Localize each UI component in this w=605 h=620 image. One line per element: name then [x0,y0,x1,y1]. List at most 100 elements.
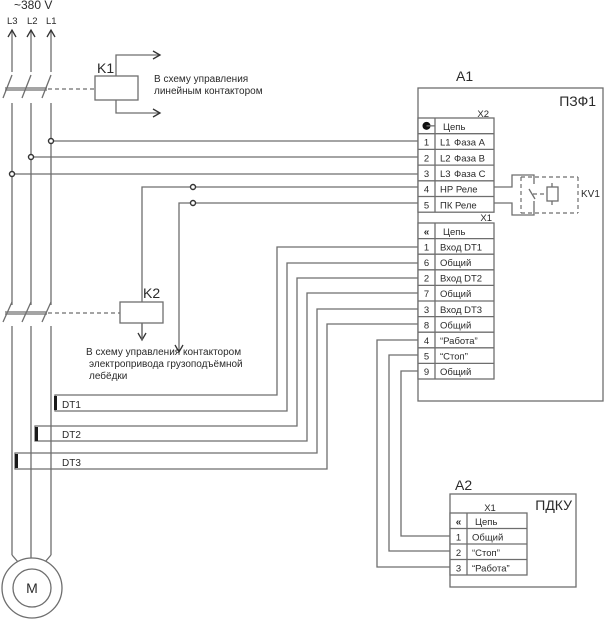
a1-a2-control-wires [376,339,450,568]
terminal-number: 2 [424,153,429,164]
terminal-label: “Работа” [472,563,510,574]
terminal-row: 7 Общий [424,289,471,300]
terminal-number: 1 [424,138,429,149]
dt3-sensor-mark [15,454,18,468]
terminal-number: 6 [424,258,429,269]
terminal-header-label: Цепь [475,517,497,528]
a2-x1-terminal-block: « Цепь 1 Общий 2 “Стоп” 3 “Работа” [449,512,528,576]
dt2-sensor-mark [35,427,38,441]
terminal-label: Общий [440,289,471,300]
k1-label: K1 [97,60,114,76]
terminal-label: НР Реле [440,185,478,196]
motor: M [1,557,63,619]
dt-sensor-wires: DT1 DT2 DT3 [14,246,418,470]
terminal-phase: L1 [440,138,451,149]
terminal-header-label: Цепь [443,227,465,238]
motor-inner-ring [12,568,52,608]
terminal-row: 2 “Стоп” [456,548,500,559]
terminal-number: 5 [424,352,429,363]
terminal-number: 9 [424,367,429,378]
terminal-row: 1 Вход DT1 [424,242,482,253]
terminal-label: “Работа” [440,336,478,347]
terminal-circle [189,183,197,191]
terminal-number: 2 [424,274,429,285]
k1-output-arrow-icon [115,100,162,118]
phase-label-l2: L2 [27,16,38,27]
phase-label-l3: L3 [7,16,18,27]
k1-output-arrow-icon [115,50,162,76]
terminal-label: Общий [440,258,471,269]
plug-icon [422,121,435,130]
terminal-number: 3 [424,169,429,180]
terminal-label: Общий [472,532,503,543]
terminal-label: Фаза А [454,138,486,149]
terminal-label: Вход DT1 [440,242,482,253]
a2-name: ПДКУ [535,497,572,513]
kv1-relay: KV1 [494,174,600,216]
terminal-label: Вход DT3 [440,305,482,316]
k2-note-line1: В схему управления контактором [86,347,241,358]
terminal-row: 6 Общий [424,258,471,269]
svg-text:«: « [456,517,462,528]
terminal-circle [189,199,197,207]
terminal-row: 3 “Работа” [456,563,510,574]
terminal-row: 9 Общий [424,367,471,378]
supply-voltage: ~380 V [14,0,52,12]
terminal-number: 4 [424,185,429,196]
terminal-row: 3 Вход DT3 [424,305,482,316]
relay-wires-to-k2 [137,183,418,354]
k2-label: K2 [143,285,160,301]
k1-coil: K1 В схему управления линейным контактор… [94,50,263,118]
k1-coil-box [94,75,139,101]
k1-note-line2: линейным контактором [154,86,263,97]
a1-name: ПЗФ1 [559,93,596,109]
connector-icon: « [456,517,462,528]
dt3-label: DT3 [62,458,81,469]
terminal-label: “Стоп” [440,352,468,363]
terminal-row: 4“Работа” [424,336,478,347]
k2-coil: K2 В схему управления контактором электр… [86,285,243,382]
phase-label-l1: L1 [46,16,57,27]
a1-x2-title: X2 [477,109,489,120]
terminal-number: 7 [424,289,429,300]
kv1-coil [546,186,559,202]
a2-ref: A2 [455,477,472,493]
terminal-row: 8 Общий [424,320,471,331]
terminal-number: 1 [456,532,461,543]
terminal-phase: L3 [440,169,451,180]
terminal-label: Фаза С [454,169,486,180]
terminal-row: 5 “Стоп” [424,352,468,363]
phase-lines-upper [7,28,56,72]
terminal-number: 3 [456,563,461,574]
phase-tap-wires [8,137,418,178]
terminal-label: “Стоп” [472,548,500,559]
terminal-header-label: Цепь [443,122,465,133]
svg-text:«: « [424,227,430,238]
terminal-row: 1 Общий [456,532,503,543]
connector-icon: « [424,227,430,238]
terminal-number: 1 [424,242,429,253]
terminal-number: 8 [424,320,429,331]
terminal-label: Общий [440,367,471,378]
terminal-label: ПК Реле [440,200,477,211]
k1-main-contacts [2,74,95,99]
terminal-number: 2 [456,548,461,559]
dt1-label: DT1 [62,400,81,411]
a1-x1-title: X1 [480,213,492,224]
dt1-sensor-mark [54,396,57,410]
terminal-label: Вход DT2 [440,274,482,285]
terminal-row: 4 НР Реле [424,185,478,196]
terminal-label: Общий [440,320,471,331]
a1-ref: A1 [456,68,473,84]
kv1-label: KV1 [581,189,600,200]
k2-note-line2: электропривода грузоподъёмной [89,359,243,370]
terminal-number: 3 [424,305,429,316]
